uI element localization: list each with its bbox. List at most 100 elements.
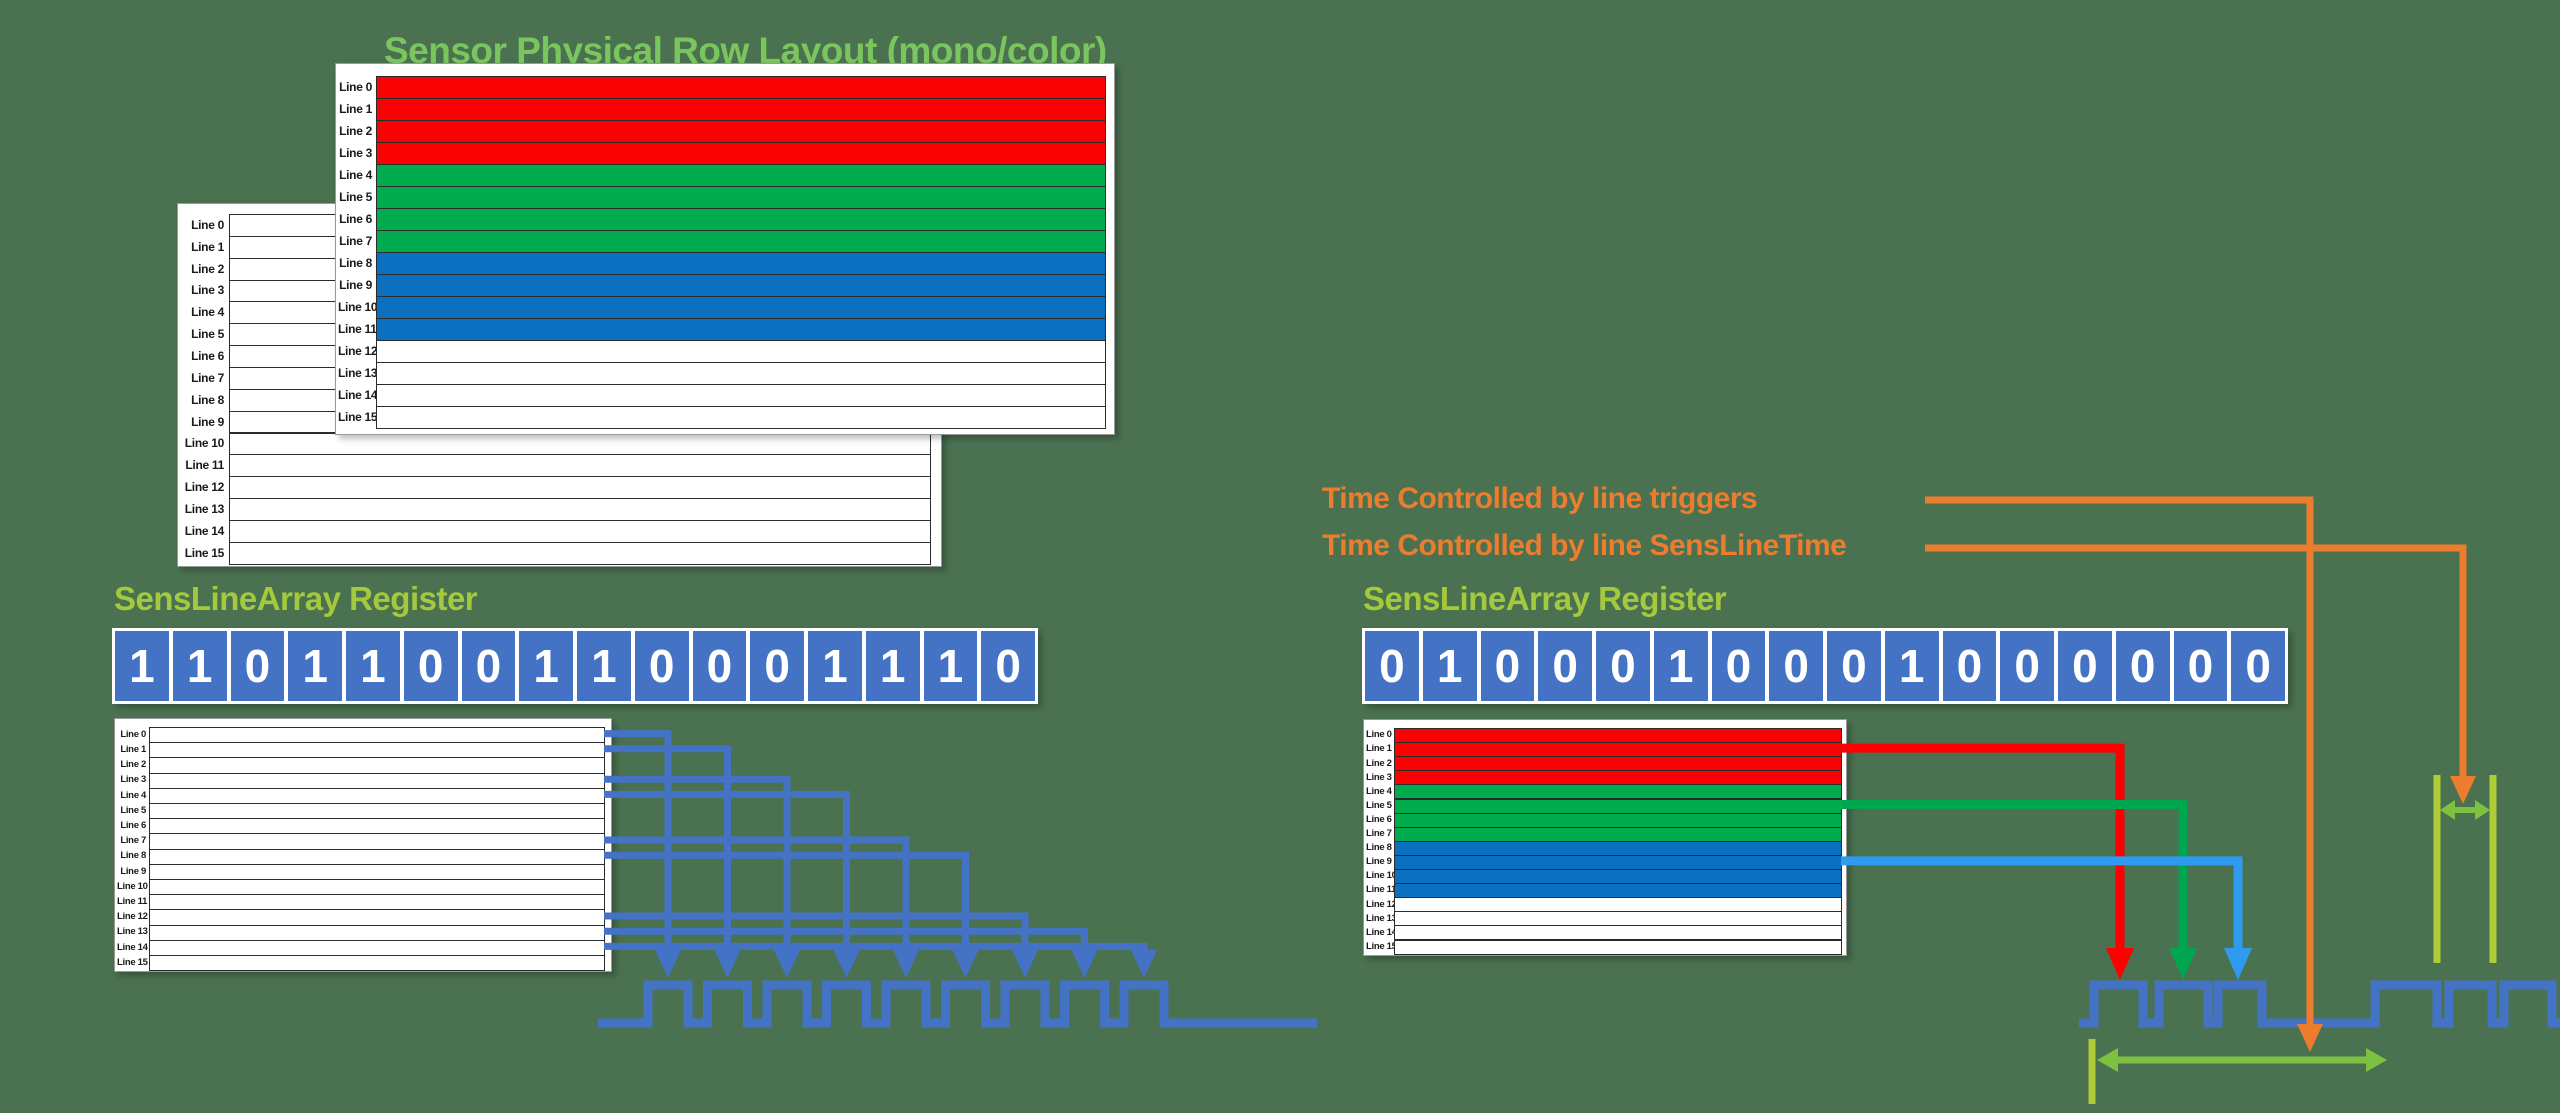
line-label: Line 3 <box>191 283 224 298</box>
annotation-line-triggers: Time Controlled by line triggers <box>1322 482 1758 515</box>
waveform-right <box>2079 980 2560 1028</box>
line-label: Line 15 <box>338 410 378 424</box>
line-label: Line 13 <box>1366 912 1397 924</box>
line-label: Line 6 <box>120 820 146 832</box>
line-label: Line 4 <box>1366 785 1392 797</box>
line-label: Line 8 <box>191 392 224 407</box>
line-label: Line 13 <box>117 926 148 938</box>
line-label: Line 12 <box>1366 898 1397 910</box>
line-label: Line 7 <box>339 234 372 248</box>
line-label: Line 3 <box>339 146 372 160</box>
line-label: Line 7 <box>1366 828 1392 839</box>
right-color-arrows <box>1841 743 2252 980</box>
line-label: Line 15 <box>1366 940 1397 952</box>
register-bit: 0 <box>1365 631 1419 701</box>
register-bit: 0 <box>403 631 458 701</box>
line-label: Line 11 <box>185 458 224 473</box>
register-bit: 1 <box>808 631 862 701</box>
orange-connectors <box>1925 496 2476 1052</box>
register-bit: 1 <box>1422 631 1477 701</box>
line-label: Line 2 <box>120 759 146 771</box>
line-label: Line 15 <box>117 956 148 968</box>
line-label: Line 0 <box>1366 729 1392 741</box>
line-label: Line 1 <box>120 744 146 756</box>
register-bit: 0 <box>1596 631 1650 701</box>
register-bit: 0 <box>2115 631 2170 701</box>
register-bit: 1 <box>115 631 169 701</box>
register-bit: 1 <box>1884 631 1939 701</box>
line-label: Line 14 <box>1366 926 1397 938</box>
line-label: Line 12 <box>338 344 378 358</box>
line-label: Line 7 <box>191 370 224 385</box>
line-label: Line 0 <box>191 217 224 232</box>
register-bit: 1 <box>577 631 631 701</box>
register-bit: 0 <box>2173 631 2228 701</box>
line-label: Line 4 <box>339 168 372 182</box>
waveform-left <box>598 980 1317 1028</box>
line-label: Line 5 <box>1366 799 1392 811</box>
register-bit: 0 <box>750 631 804 701</box>
line-label: Line 2 <box>1366 757 1392 769</box>
line-label: Line 5 <box>120 804 146 816</box>
register-left-title: SensLineArray Register <box>114 580 478 617</box>
line-label: Line 13 <box>338 366 378 380</box>
annotation-senslinetime: Time Controlled by line SensLineTime <box>1322 529 1847 562</box>
register-bit: 0 <box>981 631 1035 701</box>
line-label: Line 11 <box>1366 884 1397 896</box>
register-bit: 0 <box>1480 631 1535 701</box>
line-row <box>376 406 1106 429</box>
line-label: Line 14 <box>117 941 148 953</box>
register-bit: 0 <box>634 631 689 701</box>
line-row <box>149 955 605 972</box>
line-row <box>1394 939 1842 955</box>
line-label: Line 10 <box>338 300 378 314</box>
register-right-title: SensLineArray Register <box>1363 580 1727 617</box>
line-label: Line 14 <box>338 388 378 402</box>
line-label: Line 4 <box>191 305 224 320</box>
register-bit: 0 <box>1827 631 1881 701</box>
line-label: Line 10 <box>117 880 148 892</box>
line-label: Line 6 <box>339 212 372 226</box>
line-label: Line 9 <box>120 865 146 877</box>
measurement-marks <box>2088 775 2497 1104</box>
line-label: Line 2 <box>191 261 224 276</box>
register-bit: 0 <box>2000 631 2054 701</box>
register-bit: 1 <box>346 631 400 701</box>
register-bit: 0 <box>1942 631 1997 701</box>
line-label: Line 8 <box>120 850 146 862</box>
line-label: Line 1 <box>1366 743 1392 755</box>
register-bit: 0 <box>1538 631 1592 701</box>
line-label: Line 11 <box>117 896 148 908</box>
line-label: Line 12 <box>117 911 148 923</box>
line-label: Line 10 <box>1366 870 1397 882</box>
line-label: Line 4 <box>120 789 146 801</box>
line-label: Line 6 <box>191 349 224 364</box>
line-label: Line 1 <box>191 239 224 254</box>
line-label: Line 8 <box>339 256 372 270</box>
line-label: Line 1 <box>339 102 372 116</box>
line-label: Line 0 <box>339 80 372 94</box>
register-bit: 1 <box>288 631 342 701</box>
register-bit: 0 <box>2058 631 2112 701</box>
register-bit: 0 <box>230 631 285 701</box>
line-label: Line 0 <box>120 728 146 740</box>
line-label: Line 11 <box>338 322 377 336</box>
line-label: Line 13 <box>184 501 225 516</box>
register-bit: 1 <box>1653 631 1708 701</box>
line-label: Line 5 <box>339 190 372 204</box>
line-label: Line 9 <box>191 414 224 429</box>
line-label: Line 14 <box>184 523 225 538</box>
line-label: Line 10 <box>184 436 225 451</box>
line-label: Line 9 <box>339 278 372 292</box>
line-label: Line 6 <box>1366 813 1392 825</box>
left-trigger-arrows <box>604 730 1157 978</box>
register-bit: 1 <box>865 631 920 701</box>
line-label: Line 7 <box>120 835 146 847</box>
